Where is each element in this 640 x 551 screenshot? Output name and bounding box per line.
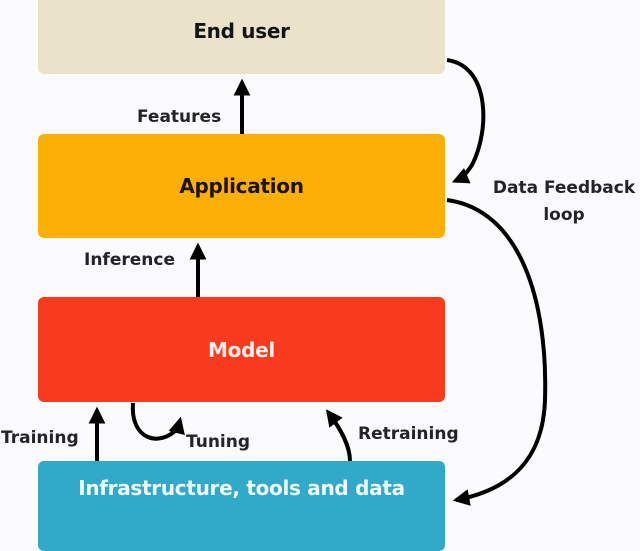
feedback-label-line1: Data Feedback [492,178,636,198]
connector-arrows [88,58,548,506]
retraining-arrow [325,409,352,462]
infrastructure-label: Infrastructure, tools and data [78,476,405,500]
end-user-label: End user [193,19,290,43]
training-label: Training [1,428,79,448]
end-user-box: End user [38,0,445,74]
retraining-label: Retraining [358,424,459,444]
feedback-label-line2: loop [543,205,585,225]
application-box: Application [38,134,445,238]
tuning-arrow [130,402,185,441]
feedback-arrow-to-application [446,58,486,184]
data-feedback-loop-label: Data Feedback loop [486,175,640,229]
inference-label: Inference [84,250,175,270]
feedback-arrow-to-infrastructure [446,198,548,506]
tuning-label: Tuning [186,432,251,452]
model-label: Model [208,337,275,362]
infrastructure-box: Infrastructure, tools and data [38,461,445,551]
features-label: Features [137,107,222,127]
model-box: Model [38,297,445,402]
application-label: Application [179,174,304,198]
